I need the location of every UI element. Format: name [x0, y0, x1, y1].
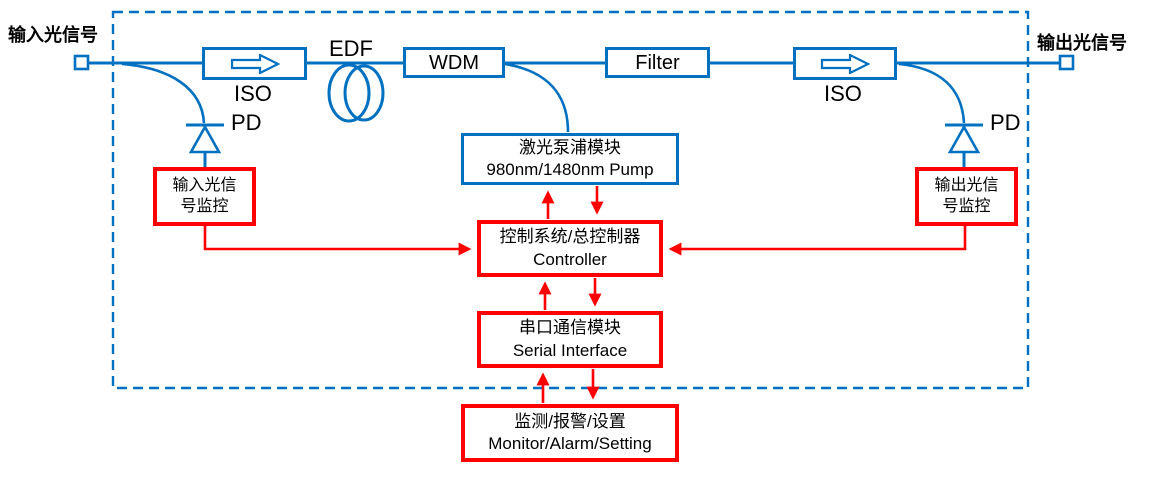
input-signal-monitor-line2: 号监控 [180, 197, 229, 215]
pump-module-label-cn: 激光泵浦模块 [519, 137, 621, 157]
output-tap-curve [898, 62, 966, 124]
output-connector-icon [1058, 54, 1075, 71]
serial-interface-label-en: Serial Interface [512, 340, 628, 360]
input-signal-monitor-block: 输入光信 号监控 [153, 167, 256, 226]
input-monitor-to-controller-arrow [203, 226, 472, 256]
output-monitor-to-controller-arrow [668, 225, 967, 256]
output-signal-label: 输出光信号 [1037, 33, 1127, 53]
filter-label: Filter [635, 51, 680, 74]
serial-interface-block: 串口通信模块 Serial Interface [477, 311, 663, 368]
pd-right-diode-icon [945, 123, 983, 167]
iso-left-label: ISO [234, 81, 272, 106]
iso-left-direction-arrow-icon [230, 53, 280, 74]
edf-label: EDF [329, 36, 373, 61]
input-connector-icon [73, 54, 90, 71]
output-signal-monitor-line1: 输出光信 [934, 176, 999, 194]
controller-label-cn: 控制系统/总控制器 [499, 227, 641, 247]
iso-right-label: ISO [824, 81, 862, 106]
isolator-right-block [793, 47, 897, 80]
input-signal-label: 输入光信号 [8, 25, 98, 45]
serial-interface-label-cn: 串口通信模块 [519, 318, 621, 338]
wdm-block: WDM [403, 47, 505, 78]
pd-right-label: PD [990, 110, 1021, 135]
controller-block: 控制系统/总控制器 Controller [477, 220, 663, 277]
output-signal-monitor-block: 输出光信 号监控 [915, 167, 1018, 226]
wdm-label: WDM [429, 51, 479, 74]
pump-module-block: 激光泵浦模块 980nm/1480nm Pump [461, 133, 679, 185]
output-signal-monitor-line2: 号监控 [942, 197, 991, 215]
filter-block: Filter [605, 47, 710, 78]
pd-left-diode-icon [186, 123, 224, 167]
isolator-left-block [202, 47, 307, 80]
input-signal-monitor-line1: 输入光信 [172, 176, 237, 194]
pump-module-label-en: 980nm/1480nm Pump [486, 160, 654, 179]
monitor-alarm-setting-block: 监测/报警/设置 Monitor/Alarm/Setting [461, 404, 679, 462]
pd-left-label: PD [231, 110, 262, 135]
pump-coupling-curve [504, 62, 570, 133]
iso-right-direction-arrow-icon [820, 53, 870, 74]
controller-label-en: Controller [533, 249, 607, 269]
module-boundary-dashed-box [111, 10, 1030, 390]
edf-fiber-coil-icon [327, 63, 385, 123]
input-tap-curve [121, 62, 206, 124]
monitor-alarm-setting-label-cn: 监测/报警/设置 [514, 411, 626, 431]
monitor-alarm-setting-label-en: Monitor/Alarm/Setting [488, 434, 652, 453]
